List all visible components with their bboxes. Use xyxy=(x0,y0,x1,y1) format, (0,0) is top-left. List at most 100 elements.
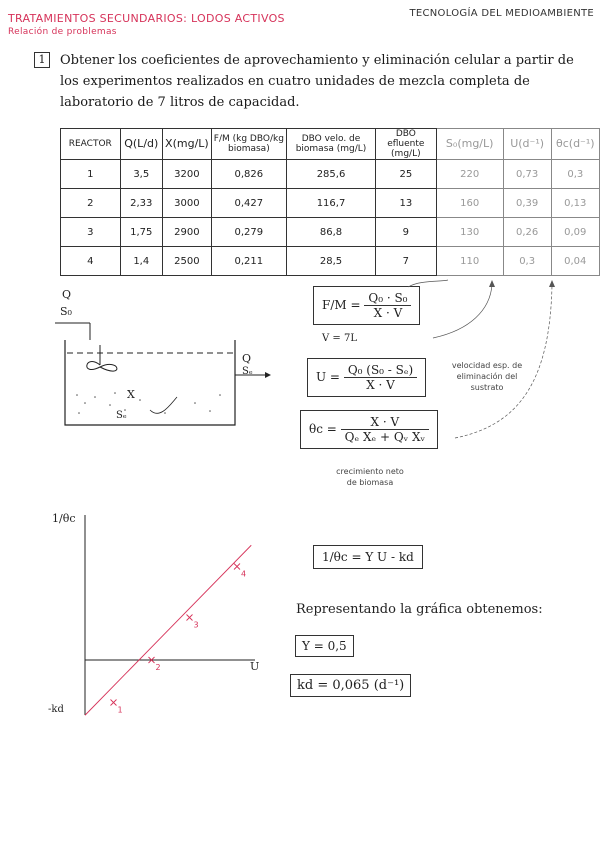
table-cell: 220 xyxy=(435,159,504,189)
table-cell: 2500 xyxy=(162,246,212,276)
table-cell: 0,73 xyxy=(502,159,552,189)
table-cell: 1,4 xyxy=(119,246,164,276)
outflow-se-label: Sₑ xyxy=(242,366,253,377)
u-note: velocidad esp. de eliminación del sustra… xyxy=(451,361,523,392)
u-numerator: Q₀ (S₀ - Sₑ) xyxy=(343,363,418,378)
kinetic-rhs: = Y U - kd xyxy=(351,550,414,564)
table-cell: 0,39 xyxy=(502,188,552,218)
col-header: U(d⁻¹) xyxy=(502,128,552,160)
theta-numerator: X · V xyxy=(340,415,429,430)
theta-connector-arrow xyxy=(549,280,555,287)
kd-result: kd = 0,065 (d⁻¹) xyxy=(290,674,412,697)
graph-result-text: Representando la gráfica obtenemos: xyxy=(296,602,543,617)
table-cell: 2900 xyxy=(162,217,212,247)
fm-fraction: Q₀ · S₀ X · V xyxy=(364,291,412,320)
linear-graph: 1 2 3 4 xyxy=(84,515,255,716)
fm-formula: F/M = Q₀ · S₀ X · V xyxy=(313,286,421,325)
kinetic-lhs: 1/θc xyxy=(322,550,348,564)
table-cell: 285,6 xyxy=(285,159,377,189)
y-axis-label: 1/θc xyxy=(52,512,76,525)
x-axis-label: U xyxy=(250,660,260,673)
table-cell: 0,427 xyxy=(210,188,287,218)
table-cell: 2,33 xyxy=(119,188,164,218)
data-point-label: 1 xyxy=(118,706,123,715)
inflow-q-label: Q xyxy=(62,288,72,301)
kinetic-formula: 1/θc = Y U - kd xyxy=(313,545,423,569)
data-point-label: 3 xyxy=(194,621,199,630)
table-cell: 0,211 xyxy=(210,246,287,276)
problem-text: Obtener los coeficientes de aprovechamie… xyxy=(60,53,574,110)
data-point-4: 4 xyxy=(233,563,246,579)
se-pointer xyxy=(149,396,178,414)
data-point-1: 1 xyxy=(110,699,123,715)
table-cell: 3200 xyxy=(162,159,212,189)
data-point-label: 2 xyxy=(156,663,161,672)
table-cell: 0,826 xyxy=(210,159,287,189)
col-header: X(mg/L) xyxy=(162,128,212,160)
table-cell: 0,26 xyxy=(502,217,552,247)
u-denominator: X · V xyxy=(366,378,395,392)
tank-outline xyxy=(64,340,236,426)
intercept-label: -kd xyxy=(48,704,64,715)
theta-note: crecimiento neto de biomasa xyxy=(336,467,404,487)
theta-formula: θc = X · V Qₑ Xₑ + Qᵥ Xᵥ xyxy=(300,410,438,449)
table-cell: 1 xyxy=(60,159,121,189)
header-left: TRATAMIENTOS SECUNDARIOS: LODOS ACTIVOS … xyxy=(8,12,285,37)
table-cell: 116,7 xyxy=(285,188,377,218)
fit-line xyxy=(84,544,252,716)
u-connector xyxy=(432,284,493,339)
data-point-label: 4 xyxy=(241,570,246,579)
problem-statement: 1 Obtener los coeficientes de aprovecham… xyxy=(34,50,578,113)
fm-connector xyxy=(407,279,449,288)
theta-denominator: Qₑ Xₑ + Qᵥ Xᵥ xyxy=(344,430,425,444)
col-header: DBO efluente (mg/L) xyxy=(375,128,437,160)
data-table: REACTOR Q(L/d) X(mg/L) F/M (kg DBO/kg bi… xyxy=(60,128,600,276)
table-cell: 0,04 xyxy=(550,246,600,276)
mixer-impeller xyxy=(86,361,118,372)
header-title: TRATAMIENTOS SECUNDARIOS: LODOS ACTIVOS xyxy=(8,12,285,25)
volume-value: V = 7L xyxy=(322,333,357,344)
table-cell: 9 xyxy=(375,217,437,247)
table-cell: 110 xyxy=(435,246,504,276)
table-cell: 3,5 xyxy=(119,159,164,189)
table-cell: 4 xyxy=(60,246,121,276)
table-cell: 0,3 xyxy=(502,246,552,276)
outflow-q-label: Q xyxy=(242,352,252,365)
table-cell: 2 xyxy=(60,188,121,218)
col-header: θc(d⁻¹) xyxy=(550,128,600,160)
outflow-arrow xyxy=(265,372,271,378)
inflow-s0-label: S₀ xyxy=(60,305,72,318)
problem-number: 1 xyxy=(34,52,50,68)
table-cell: 0,279 xyxy=(210,217,287,247)
u-fraction: Q₀ (S₀ - Sₑ) X · V xyxy=(343,363,418,392)
data-point-3: 3 xyxy=(186,614,199,630)
u-formula: U = Q₀ (S₀ - Sₑ) X · V xyxy=(307,358,427,397)
table-cell: 28,5 xyxy=(285,246,377,276)
tank-se-label: Sₑ xyxy=(116,410,127,421)
col-header: F/M (kg DBO/kg biomasa) xyxy=(210,128,287,160)
data-point-2: 2 xyxy=(148,656,161,672)
table-cell: 7 xyxy=(375,246,437,276)
fm-numerator: Q₀ · S₀ xyxy=(364,291,412,306)
theta-lhs: θc = xyxy=(309,422,337,436)
reactor-diagram xyxy=(55,322,271,426)
fm-lhs: F/M = xyxy=(322,298,361,312)
theta-fraction: X · V Qₑ Xₑ + Qᵥ Xᵥ xyxy=(340,415,429,444)
header-course: TECNOLOGÍA DEL MEDIOAMBIENTE xyxy=(409,8,594,19)
theta-connector xyxy=(454,284,553,439)
fm-denominator: X · V xyxy=(373,306,403,320)
col-header: Q(L/d) xyxy=(119,128,164,160)
header-subtitle: Relación de problemas xyxy=(8,27,117,37)
u-connector-arrow xyxy=(489,280,495,287)
table-header-row: REACTOR Q(L/d) X(mg/L) F/M (kg DBO/kg bi… xyxy=(60,128,600,160)
table-cell: 25 xyxy=(375,159,437,189)
biomass-x-label: X xyxy=(127,388,135,401)
table-cell: 0,09 xyxy=(550,217,600,247)
col-header: REACTOR xyxy=(60,128,121,160)
y-result: Y = 0,5 xyxy=(295,635,354,657)
u-lhs: U = xyxy=(316,370,340,384)
